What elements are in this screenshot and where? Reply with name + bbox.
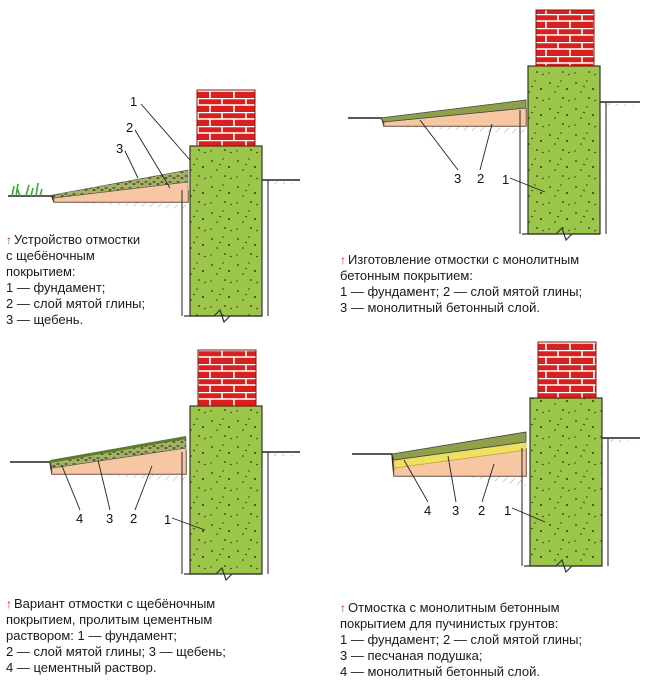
panel-1-label-3: 3 xyxy=(116,141,123,156)
concrete-slab xyxy=(379,99,527,123)
arrow-up-icon: ↑ xyxy=(340,601,346,615)
foundation-block xyxy=(529,397,603,567)
concrete-slab xyxy=(391,431,527,461)
brick-wall xyxy=(535,9,595,67)
panel-1-label-1: 1 xyxy=(130,94,137,109)
foundation-block xyxy=(189,405,263,575)
panel-4-label-1: 1 xyxy=(504,503,511,518)
foundation-block xyxy=(189,145,263,317)
arrow-up-icon: ↑ xyxy=(340,253,346,267)
panel-3-label-4: 4 xyxy=(76,511,83,526)
panel-2-label-1: 1 xyxy=(502,172,509,187)
arrow-up-icon: ↑ xyxy=(6,597,12,611)
panel-4-drawing xyxy=(352,341,640,574)
brick-wall xyxy=(196,89,256,147)
brick-wall xyxy=(537,341,597,399)
panel-3-label-3: 3 xyxy=(106,511,113,526)
panel-4-caption: ↑Отмостка с монолитным бетонным покрытие… xyxy=(340,600,583,679)
panel-2-label-3: 3 xyxy=(454,171,461,186)
panel-2-drawing xyxy=(348,9,640,242)
arrow-up-icon: ↑ xyxy=(6,233,12,247)
panel-2-caption: ↑Изготовление отмостки с монолитным бето… xyxy=(340,252,583,315)
foundation-block xyxy=(527,65,601,235)
panel-4-label-3: 3 xyxy=(452,503,459,518)
panel-1-drawing xyxy=(8,89,300,324)
panel-3-label-2: 2 xyxy=(130,511,137,526)
grass-icon xyxy=(11,182,43,197)
panel-1-caption: ↑Устройство отмостки с щебёночным покрыт… xyxy=(6,232,146,327)
panel-2-label-2: 2 xyxy=(477,171,484,186)
gravel-layer xyxy=(51,169,189,199)
brick-wall xyxy=(197,349,257,407)
panel-3-drawing xyxy=(10,349,300,582)
panel-4-label-2: 2 xyxy=(478,503,485,518)
cement-mortar-layer xyxy=(50,436,186,463)
panel-3-label-1: 1 xyxy=(164,512,171,527)
panel-3-caption: ↑Вариант отмостки с щебёночным покрытием… xyxy=(6,596,226,675)
panel-4-label-4: 4 xyxy=(424,503,431,518)
panel-1-label-2: 2 xyxy=(126,120,133,135)
